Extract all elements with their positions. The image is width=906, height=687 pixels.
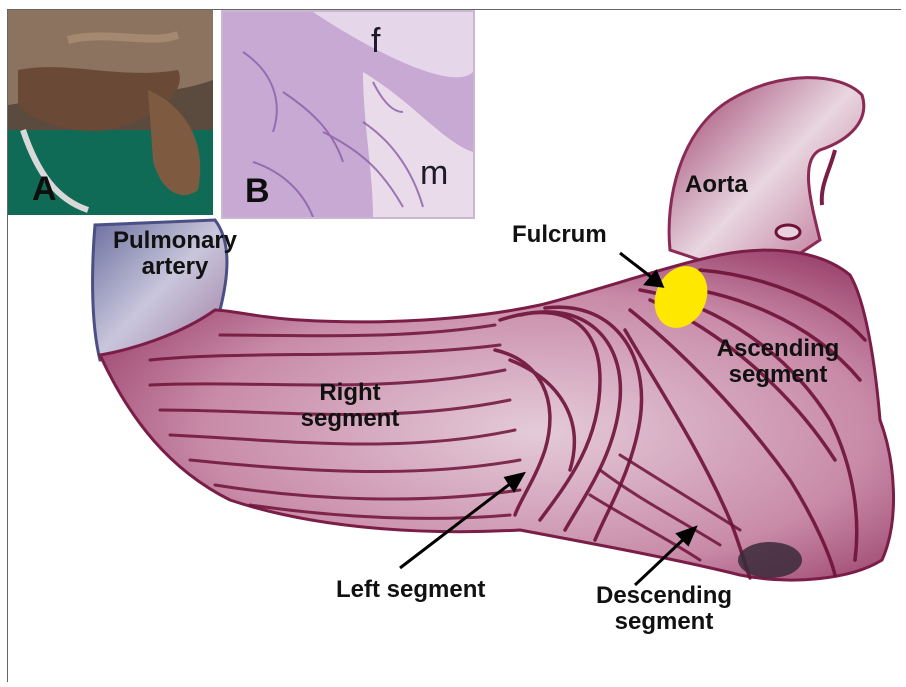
- right-segment-label-line2: segment: [270, 406, 430, 432]
- pulmonary-artery-label-line1: Pulmonary: [95, 228, 255, 254]
- ascending-segment-label-line1: Ascending: [698, 336, 858, 362]
- descending-segment-label-line2: segment: [578, 609, 750, 635]
- right-segment-label: Right segment: [270, 380, 430, 432]
- histology-label-f: f: [371, 22, 380, 61]
- left-segment-label: Left segment: [336, 577, 485, 603]
- right-segment-label-line1: Right: [270, 380, 430, 406]
- inset-panel-b: f m B: [221, 10, 475, 219]
- panel-a-label: A: [32, 170, 57, 209]
- aorta-ostium: [776, 225, 800, 239]
- ascending-segment-label: Ascending segment: [698, 336, 858, 388]
- ascending-segment-label-line2: segment: [698, 362, 858, 388]
- inset-panel-a: A: [8, 10, 213, 215]
- histology-label-m: m: [420, 154, 448, 193]
- pulmonary-artery-label-line2: artery: [95, 254, 255, 280]
- aorta-label: Aorta: [685, 172, 748, 198]
- descending-segment-label-line1: Descending: [578, 583, 750, 609]
- fulcrum-label: Fulcrum: [512, 222, 607, 248]
- descending-segment-label: Descending segment: [578, 583, 750, 635]
- descending-opening: [738, 542, 802, 578]
- panel-b-label: B: [245, 172, 270, 211]
- pulmonary-artery-label: Pulmonary artery: [95, 228, 255, 280]
